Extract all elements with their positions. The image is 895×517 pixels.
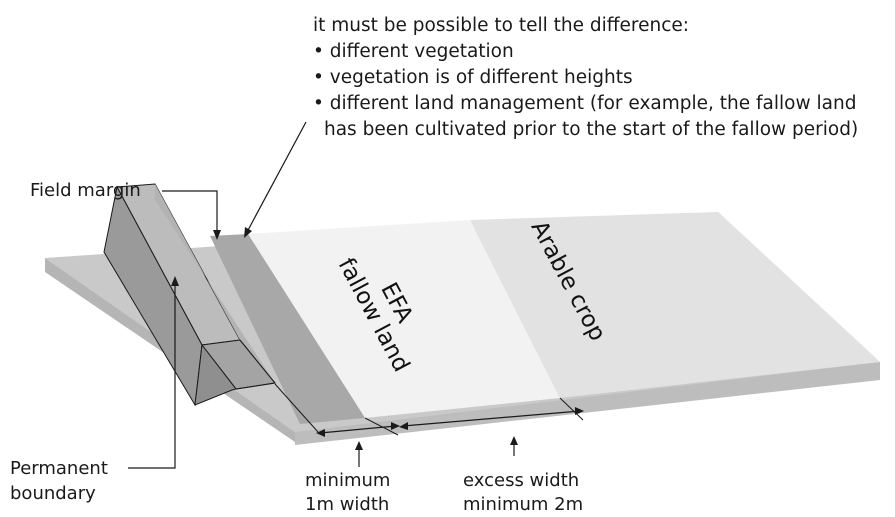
permanent-boundary-line1: Permanent (10, 458, 108, 479)
efa-fallow-strip (248, 220, 560, 418)
permanent-boundary-leader (128, 282, 176, 469)
excess-width-label: excess width minimum 2m (463, 469, 583, 517)
boundary-box-edge-2 (239, 339, 276, 384)
guide-line-1 (274, 383, 319, 433)
excess-width-arrow (402, 410, 581, 427)
annotation-bullet: • different land management (for example… (313, 93, 857, 114)
guide-line-2 (364, 417, 399, 436)
minimum-line1: minimum (305, 470, 391, 491)
field-margin-label: Field margin (30, 180, 141, 201)
field-margin-arrowhead (213, 230, 221, 240)
guide-line-3 (559, 397, 584, 421)
boundary-box-edge (235, 382, 276, 390)
annotation-bullet: • vegetation is of different heights (313, 67, 633, 88)
minimum-up-arrowhead (355, 441, 363, 450)
annotation-leader (246, 121, 307, 233)
boundary-box-front-face (194, 343, 237, 406)
minimum-line2: 1m width (305, 494, 390, 515)
minimum-width-arrowhead-left (316, 429, 325, 437)
annotation-bullet: • different vegetation (313, 41, 514, 62)
minimum-width-arrowhead-right (391, 422, 400, 430)
permanent-boundary-line2: boundary (10, 483, 96, 504)
annotation-bullet-continuation: has been cultivated prior to the start o… (324, 119, 859, 140)
annotation-heading: it must be possible to tell the differen… (313, 15, 690, 36)
excess-line2: minimum 2m (463, 494, 584, 515)
excess-up-arrowhead (510, 436, 518, 445)
excess-line1: excess width (463, 470, 580, 491)
annotation-arrowhead (244, 227, 252, 238)
arable-crop-strip (470, 212, 880, 398)
field-margin-strip (210, 234, 365, 424)
difference-annotation: it must be possible to tell the differen… (313, 13, 893, 143)
field-margin-leader (162, 190, 218, 235)
permanent-boundary-label: Permanent boundary (10, 456, 108, 506)
minimum-width-arrow (319, 425, 397, 434)
excess-width-arrowhead-right (575, 407, 584, 415)
permanent-boundary-arrowhead (171, 276, 179, 286)
ground-side-face (295, 362, 880, 445)
excess-width-arrowhead-left (399, 422, 408, 430)
minimum-width-label: minimum 1m width (305, 469, 390, 517)
